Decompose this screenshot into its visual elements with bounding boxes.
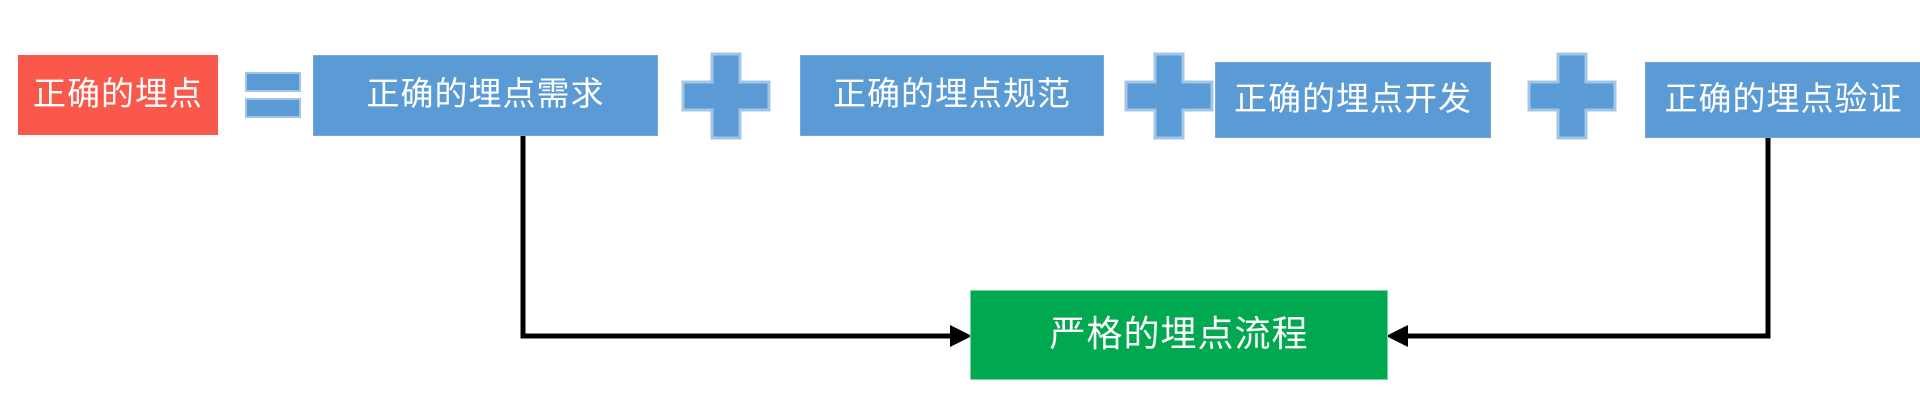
node-tracking-verification[interactable]: 正确的埋点验证 [1645,62,1920,138]
node-label: 正确的埋点开发 [1234,81,1472,118]
node-label: 正确的埋点需求 [366,77,605,114]
arrowhead-left [950,325,972,347]
node-correct-tracking[interactable]: 正确的埋点 [18,55,218,135]
plus-operator-icon-2 [1124,52,1214,140]
plus-operator-icon-1 [681,52,771,140]
node-label: 正确的埋点 [33,76,203,113]
connector-path-left [520,136,955,339]
node-label: 严格的埋点流程 [1049,314,1309,355]
node-strict-tracking-process[interactable]: 严格的埋点流程 [970,290,1388,380]
arrowhead-right [1386,325,1408,347]
node-label: 正确的埋点规范 [833,77,1071,114]
equals-operator-icon [245,72,301,118]
node-tracking-specification[interactable]: 正确的埋点规范 [800,55,1104,136]
plus-operator-icon-3 [1527,52,1617,140]
equals-bar-bottom [245,98,301,118]
equals-bar-top [245,72,301,92]
connector-path-right [1403,138,1771,339]
node-tracking-requirements[interactable]: 正确的埋点需求 [313,55,658,136]
node-label: 正确的埋点验证 [1664,81,1903,118]
node-tracking-development[interactable]: 正确的埋点开发 [1215,62,1491,138]
